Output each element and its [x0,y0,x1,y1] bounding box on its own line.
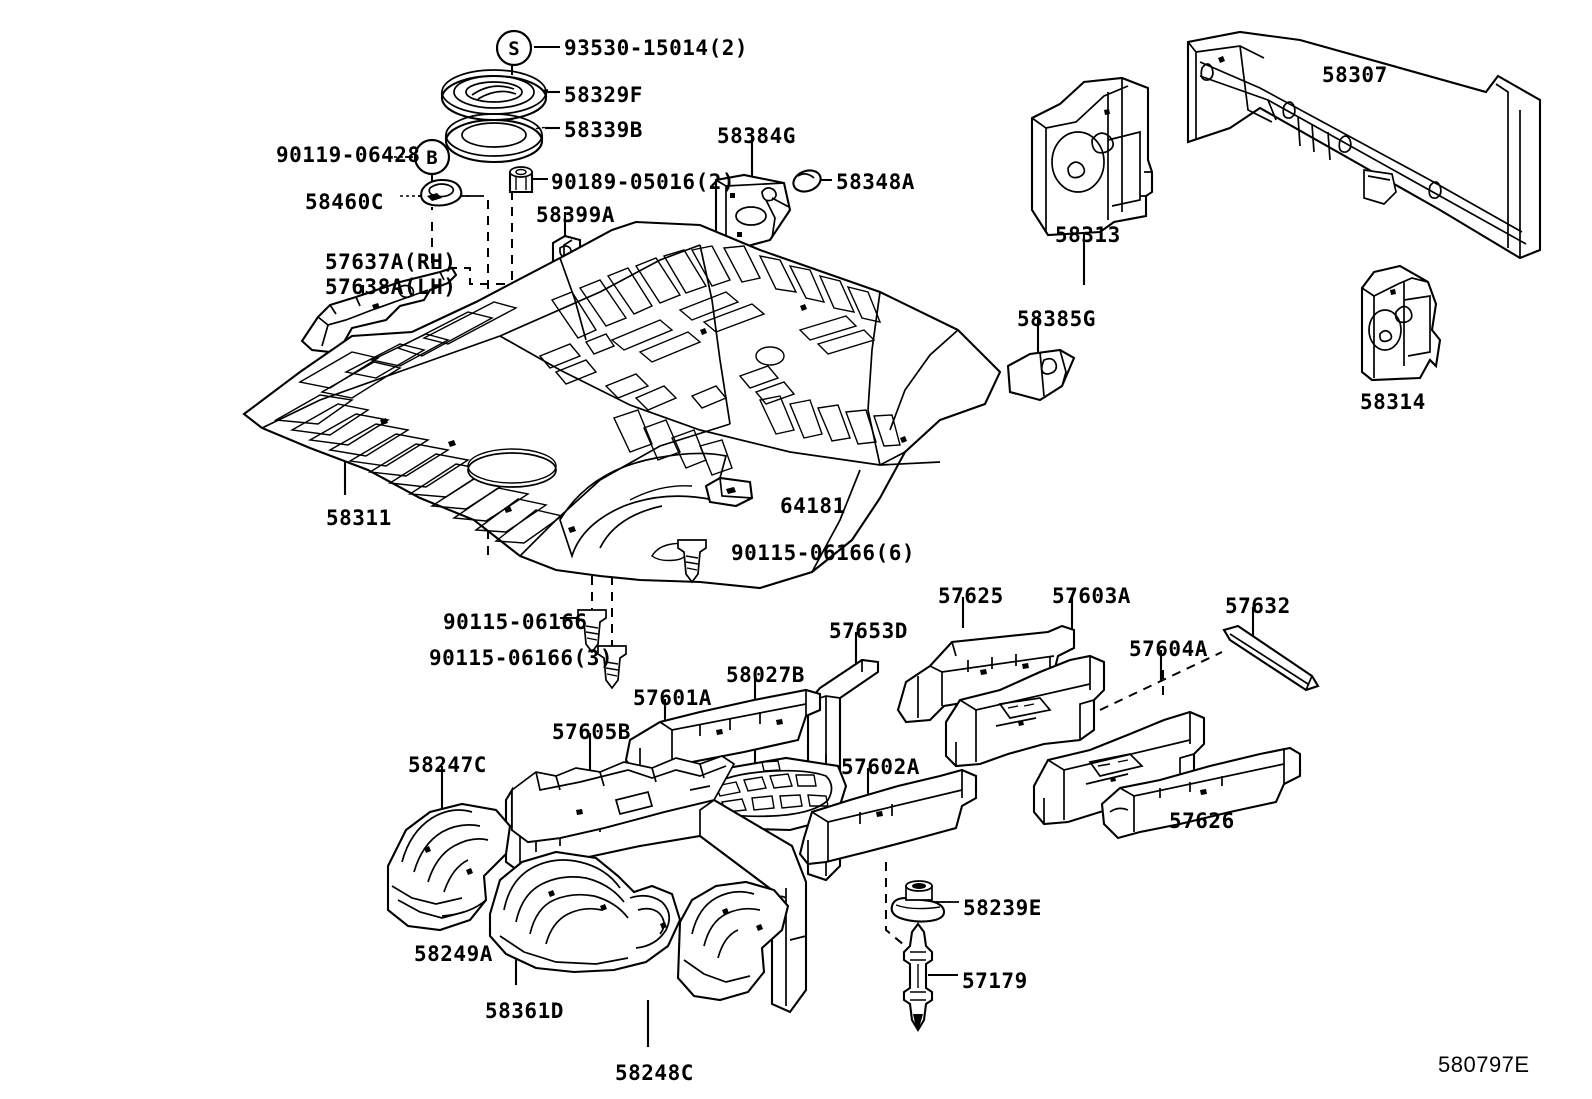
label-58313: 58313 [1055,223,1121,247]
label-58399a: 58399A [536,203,615,227]
label-58361d: 58361D [485,999,564,1023]
label-57601a: 57601A [633,686,712,710]
part-58314-wheelhouse-rh [1360,264,1442,382]
label-58385g: 58385G [1017,307,1096,331]
diagram-footer-code: 580797E [1438,1052,1530,1077]
callout-bubble-b: B [394,138,451,176]
part-58239e-clamp-cup [890,880,946,923]
label-58311: 58311 [326,506,392,530]
part-57179-carrier-bolt [902,922,934,1033]
label-57605b: 57605B [552,720,631,744]
part-57626-floor-side-member [1100,746,1302,840]
callout-bubble-s: S [495,29,560,67]
label-57603a: 57603A [1052,584,1131,608]
label-58247c: 58247C [408,753,487,777]
label-58460c: 58460C [305,190,384,214]
label-58249a: 58249A [414,942,493,966]
label-57653d: 57653D [829,619,908,643]
label-57637a-rh: 57637A(RH) [325,250,457,274]
part-57605b-crossmember [504,755,808,1014]
label-57179: 57179 [962,969,1028,993]
label-58239e: 58239E [963,896,1042,920]
label-90115-06166-3: 90115-06166(3) [429,646,614,670]
label-93530-15014: 93530-15014(2) [564,36,749,60]
label-58384g: 58384G [717,124,796,148]
label-57626: 57626 [1169,809,1235,833]
label-57625: 57625 [938,584,1004,608]
label-58339b: 58339B [564,118,643,142]
part-58313-wheelhouse-lh [1030,76,1154,237]
part-57632-brace-bar [1222,624,1320,692]
part-90115-bolt-three [597,645,627,690]
callout-letter-b: B [426,147,437,169]
label-90115-06166: 90115-06166 [443,610,588,634]
part-58247c-insulator [386,802,512,932]
label-58027b: 58027B [726,663,805,687]
label-90115-06166-6: 90115-06166(6) [731,541,916,565]
label-57638a-lh: 57638A(LH) [325,275,457,299]
part-58384g-bracket [714,173,792,252]
label-90189-05016: 90189-05016(2) [551,170,736,194]
part-64181-clip [704,476,754,508]
part-58460c-retainer [420,178,463,207]
label-58348a: 58348A [836,170,915,194]
part-58307-rear-body-panel [1186,30,1542,260]
part-58385g-bracket [1006,348,1076,402]
part-90115-bolt-one [577,609,607,654]
label-57604a: 57604A [1129,637,1208,661]
label-90119-06428: 90119-06428 [276,143,421,167]
label-57602a: 57602A [841,755,920,779]
part-58348a-plug [792,169,822,193]
label-58248c: 58248C [615,1061,694,1085]
callout-letter-s: S [508,38,519,60]
part-58339b-ring [444,113,544,164]
part-58361d-insulator [488,850,682,974]
label-58307: 58307 [1322,63,1388,87]
part-57602a-side-member-lh [798,768,978,866]
part-57603a-side-member [944,654,1106,768]
part-58248c-insulator [676,880,790,1002]
label-57632: 57632 [1225,594,1291,618]
part-58311-rear-floor-pan [242,220,1002,590]
label-64181: 64181 [780,494,846,518]
part-90115-bolt-six [677,539,707,584]
label-58314: 58314 [1360,390,1426,414]
label-58329f: 58329F [564,83,643,107]
part-90189-nut [508,166,534,194]
part-58329f-cover [440,69,548,122]
